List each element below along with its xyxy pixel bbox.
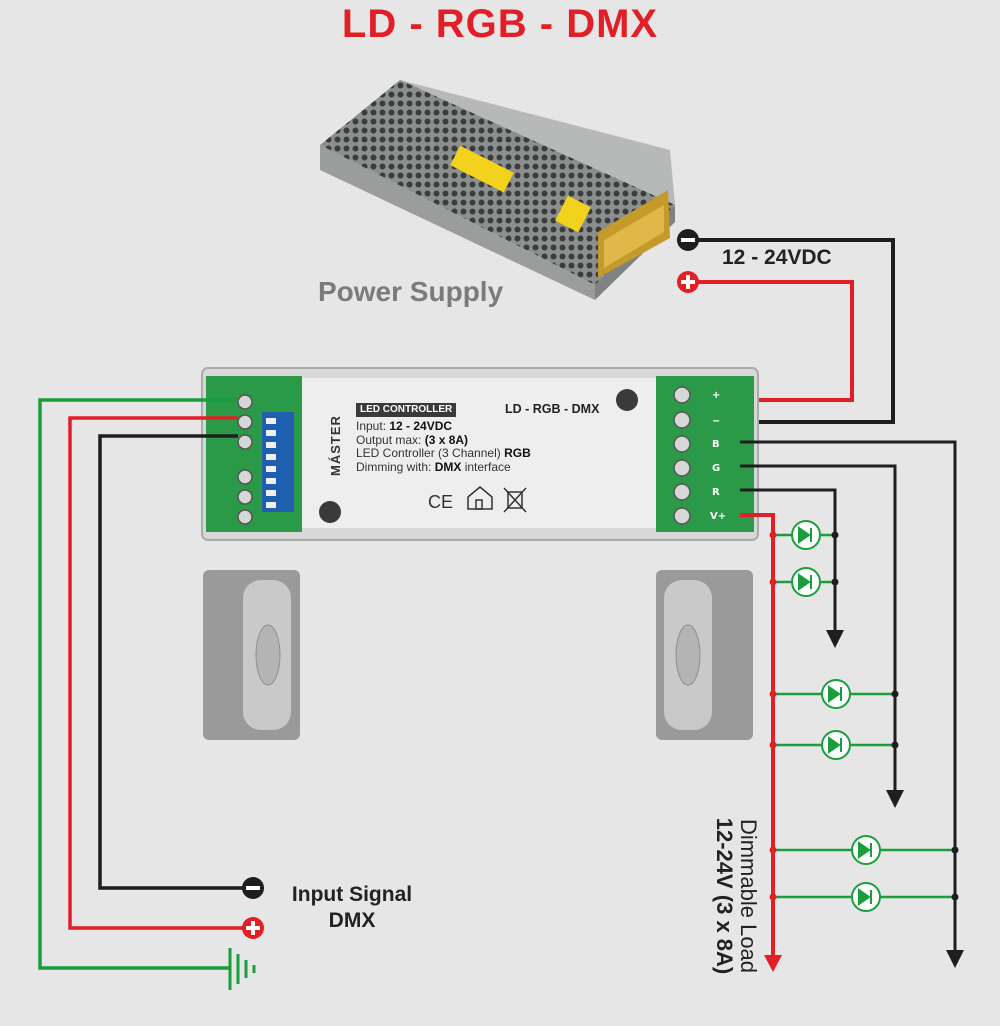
wiring-diagram: + − B G R V+ <box>38 80 964 990</box>
svg-text:B: B <box>712 439 720 450</box>
input-signal-label: Input Signal DMX <box>291 883 413 932</box>
dimmable-load-label: Dimmable Load 12-24V (3 x 8A) <box>712 817 761 975</box>
controller-info: LED CONTROLLER Input: 12 - 24VDC Output … <box>356 403 531 474</box>
led-controller <box>201 367 759 541</box>
minus-terminal-icon <box>677 229 699 251</box>
controller-header: LED CONTROLLER <box>356 403 457 417</box>
brand-label: MÁSTER <box>328 415 343 476</box>
ce-mark: CE <box>428 492 453 512</box>
svg-text:V+: V+ <box>710 511 726 522</box>
svg-text:R: R <box>712 487 720 498</box>
svg-text:G: G <box>712 463 720 474</box>
weee-bin-icon <box>503 487 527 513</box>
plus-terminal-icon <box>677 271 699 293</box>
power-supply-label: Power Supply <box>318 276 504 307</box>
model-label: LD - RGB - DMX <box>505 402 600 416</box>
mounting-bracket-right <box>656 570 753 740</box>
indoor-use-icon <box>467 486 493 510</box>
page-title: LD - RGB - DMX <box>341 2 659 46</box>
svg-text:−: − <box>712 416 720 427</box>
plus-signal-icon <box>242 917 264 939</box>
ground-icon <box>228 948 256 990</box>
voltage-label: 12 - 24VDC <box>722 246 832 269</box>
power-supply-image <box>320 80 675 300</box>
minus-signal-icon <box>242 877 264 899</box>
svg-text:+: + <box>712 390 720 401</box>
mounting-bracket-left <box>203 570 300 740</box>
